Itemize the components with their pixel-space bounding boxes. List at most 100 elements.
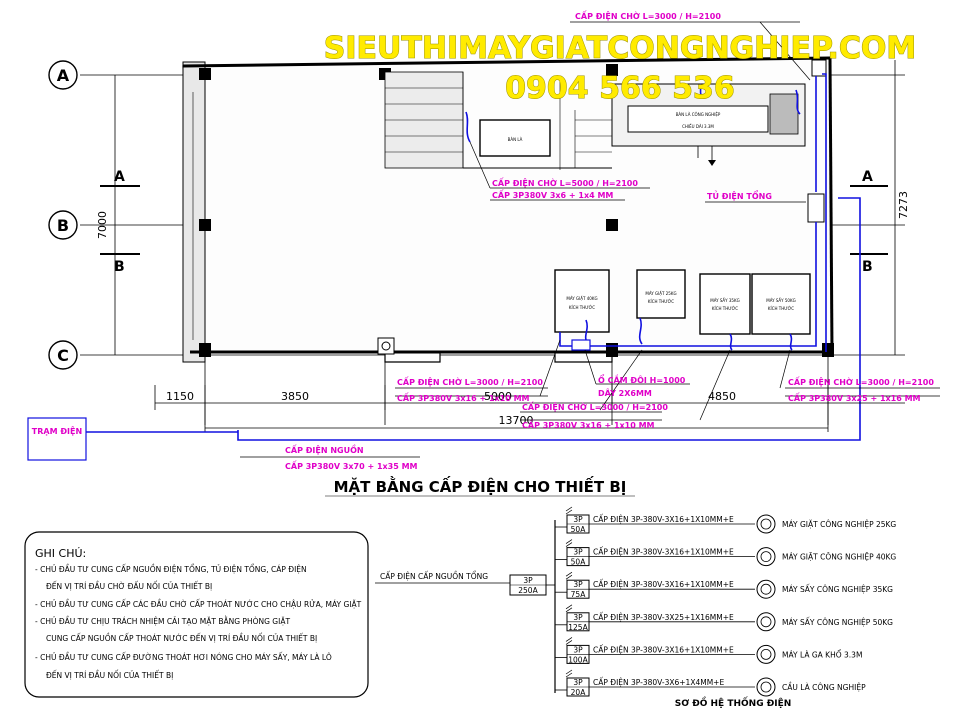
svg-text:A: A	[57, 66, 70, 85]
breaker-poles: 3P	[573, 678, 583, 687]
branch-cable: CẤP ĐIỆN 3P-380V-3X16+1X10MM+E	[593, 579, 734, 589]
svg-text:A: A	[862, 169, 873, 185]
load-name: MÁY GIẶT CÔNG NGHIỆP 40KG	[782, 553, 896, 562]
dim-left-height: 7000	[96, 211, 109, 239]
svg-text:B: B	[862, 259, 873, 275]
machine-dryer-35: MÁY SẤY 35KG KÍCH THƯỚC	[699, 273, 751, 335]
horizontal-dimensions	[154, 385, 905, 432]
breaker-rating: 20A	[571, 688, 587, 697]
svg-text:CUNG CẤP NGUỒN CẤP THOÁT NƯỚC: CUNG CẤP NGUỒN CẤP THOÁT NƯỚC ĐẾN VỊ TRÍ…	[46, 633, 317, 643]
svg-text:MÁY SẤY 35KG: MÁY SẤY 35KG	[710, 298, 739, 303]
breaker-rating: 50A	[571, 525, 587, 534]
top-junction-icon	[811, 59, 827, 77]
svg-text:ĐẾN VỊ TRÍ ĐẦU NỐI CỦA THIẾT B: ĐẾN VỊ TRÍ ĐẦU NỐI CỦA THIẾT BỊ	[46, 670, 173, 680]
breaker-poles: 3P	[573, 548, 583, 557]
svg-text:- CHỦ ĐẦU TƯ CUNG CẤP ĐƯỜNG TH: - CHỦ ĐẦU TƯ CUNG CẤP ĐƯỜNG THOÁT HƠI NÓ…	[35, 652, 332, 662]
leader-lines	[395, 21, 940, 421]
machine-washer-40: MÁY GIẶT 40KG KÍCH THƯỚC	[554, 269, 610, 333]
columns	[199, 64, 834, 357]
dim-bay-3: 5000	[484, 390, 512, 403]
breaker-poles: 3P	[573, 580, 583, 589]
grid-bubble-c: C	[48, 340, 78, 370]
staircase	[384, 71, 612, 170]
branch-cable: CẤP ĐIỆN 3P-380V-3X6+1X4MM+E	[593, 677, 724, 687]
breaker-poles: 3P	[573, 645, 583, 654]
load-icon	[756, 579, 776, 599]
power-wiring	[237, 73, 861, 441]
svg-text:CẤP ĐIỆN CHỜ L=3000 / H=2100: CẤP ĐIỆN CHỜ L=3000 / H=2100	[522, 400, 668, 412]
dim-bay-1: 1150	[166, 390, 194, 403]
watermark-site: SIEUTHIMAYGIATCONGNGHIEP.COM	[324, 31, 916, 66]
svg-text:CHIỀU DÀI 3.3M: CHIỀU DÀI 3.3M	[682, 124, 714, 129]
breaker-poles: 3P	[573, 613, 583, 622]
svg-text:A: A	[114, 169, 125, 185]
svg-text:ĐẾN VỊ TRÍ ĐẦU CHỜ ĐẤU NỐI CỦA: ĐẾN VỊ TRÍ ĐẦU CHỜ ĐẤU NỐI CỦA THIẾT BỊ	[46, 581, 212, 591]
svg-text:DÂY 2X6MM: DÂY 2X6MM	[598, 387, 652, 398]
watermark-phone: 0904 566 536	[505, 71, 735, 106]
svg-text:CẤP ĐIỆN CHỜ L=3000 / H=2100: CẤP ĐIỆN CHỜ L=3000 / H=2100	[397, 375, 543, 387]
svg-text:CẤP 3P380V 3x70 + 1x35 MM: CẤP 3P380V 3x70 + 1x35 MM	[285, 459, 418, 471]
svg-text:CẤP 3P380V 3x25 + 1x16 MM: CẤP 3P380V 3x25 + 1x16 MM	[788, 391, 921, 403]
svg-text:MÁY GIẶT 25KG: MÁY GIẶT 25KG	[645, 291, 676, 296]
floor-drain-icon	[377, 337, 395, 355]
svg-text:TRẠM ĐIỆN: TRẠM ĐIỆN	[32, 426, 82, 436]
main-panel-icon	[807, 193, 825, 223]
load-icon	[756, 644, 776, 664]
plan-title: MẶT BẰNG CẤP ĐIỆN CHO THIẾT BỊ	[334, 475, 627, 496]
branch-cable: CẤP ĐIỆN 3P-380V-3X16+1X10MM+E	[593, 514, 734, 524]
power-station: TRẠM ĐIỆN	[27, 417, 238, 461]
load-name: MÁY SẤY CÔNG NGHIỆP 35KG	[782, 584, 893, 594]
svg-text:BÀN LÀ: BÀN LÀ	[508, 137, 523, 142]
branch-cable: CẤP ĐIỆN 3P-380V-3X16+1X10MM+E	[593, 547, 734, 557]
section-marks: A A B B	[100, 169, 888, 275]
svg-text:CẤP 3P380V 3x16 + 1x10 MM: CẤP 3P380V 3x16 + 1x10 MM	[522, 418, 655, 430]
svg-text:GHI CHÚ:: GHI CHÚ:	[35, 547, 86, 560]
svg-text:CẤP ĐIỆN CHỜ L=3000 / H=2100: CẤP ĐIỆN CHỜ L=3000 / H=2100	[575, 9, 721, 21]
breaker-rating: 125A	[568, 623, 588, 632]
ironer-machine: BÀN LÀ CÔNG NGHIỆP CHIỀU DÀI 3.3M	[611, 83, 806, 166]
dim-right-height: 7273	[897, 191, 910, 219]
svg-text:B: B	[57, 216, 69, 235]
branch-cable: CẤP ĐIỆN 3P-380V-3X16+1X10MM+E	[593, 644, 734, 654]
svg-text:MÁY GIẶT 40KG: MÁY GIẶT 40KG	[566, 296, 597, 301]
schematic-title: SƠ ĐỒ HỆ THỐNG ĐIỆN	[675, 696, 792, 709]
svg-text:KÍCH THƯỚC: KÍCH THƯỚC	[712, 306, 738, 311]
grid-bubble-a: A	[48, 60, 78, 90]
load-name: CẦU LÀ CÔNG NGHIỆP	[782, 682, 866, 692]
svg-text:- CHỦ ĐẦU TƯ CHỊU TRÁCH NHIỆM: - CHỦ ĐẦU TƯ CHỊU TRÁCH NHIỆM CẢI TẠO MẶ…	[35, 616, 290, 626]
svg-text:CẤP ĐIỆN NGUỒN: CẤP ĐIỆN NGUỒN	[285, 443, 364, 455]
svg-text:CẤP ĐIỆN CHỜ L=3000 / H=2100: CẤP ĐIỆN CHỜ L=3000 / H=2100	[788, 375, 934, 387]
cable-labels: CẤP ĐIỆN CHỜ L=3000 / H=2100 CẤP ĐIỆN CH…	[285, 9, 934, 471]
load-name: MÁY SẤY CÔNG NGHIỆP 50KG	[782, 617, 893, 627]
load-icon	[756, 677, 776, 697]
breaker-rating: 100A	[568, 655, 588, 664]
grid-bubble-b: B	[48, 210, 78, 240]
machine-washer-25: MÁY GIẶT 25KG KÍCH THƯỚC	[636, 269, 686, 319]
svg-text:Ổ CẮM ĐÔI H=1000: Ổ CẮM ĐÔI H=1000	[598, 373, 686, 385]
load-icon	[756, 612, 776, 632]
load-name: MÁY LÀ GA KHỔ 3.3M	[782, 649, 862, 659]
schematic-source: CẤP ĐIỆN CẤP NGUỒN TỔNG 3P 250A	[375, 520, 556, 693]
svg-text:CẤP ĐIỆN CHỜ L=5000 / H=2100: CẤP ĐIỆN CHỜ L=5000 / H=2100	[492, 176, 638, 188]
load-icon	[756, 514, 776, 534]
svg-text:MÁY SẤY 50KG: MÁY SẤY 50KG	[766, 298, 795, 303]
svg-text:C: C	[57, 346, 69, 365]
svg-text:KÍCH THƯỚC: KÍCH THƯỚC	[648, 299, 674, 304]
svg-text:250A: 250A	[518, 586, 538, 595]
svg-text:BÀN LÀ CÔNG NGHIỆP: BÀN LÀ CÔNG NGHIỆP	[676, 112, 721, 117]
dim-bay-2: 3850	[281, 390, 309, 403]
load-name: MÁY GIẶT CÔNG NGHIỆP 25KG	[782, 520, 896, 529]
svg-text:3P: 3P	[523, 576, 533, 585]
svg-text:KÍCH THƯỚC: KÍCH THƯỚC	[768, 306, 794, 311]
iron-table: BÀN LÀ	[479, 119, 551, 157]
svg-text:CẤP ĐIỆN CẤP NGUỒN TỔNG: CẤP ĐIỆN CẤP NGUỒN TỔNG	[380, 571, 488, 581]
breaker-poles: 3P	[573, 515, 583, 524]
svg-text:CẤP 3P380V 3x6 + 1x4 MM: CẤP 3P380V 3x6 + 1x4 MM	[492, 188, 613, 200]
